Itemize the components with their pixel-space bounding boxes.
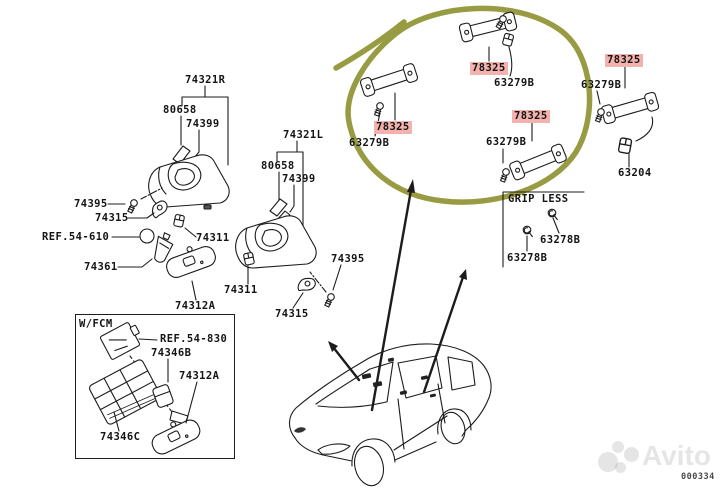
highlight-loop	[333, 5, 593, 205]
part-label-78325-highlighted-2: 78325	[470, 62, 508, 75]
part-label-74311: 74311	[196, 232, 230, 244]
mirror-clip-drawing	[152, 384, 174, 408]
watermark-logo-circle	[624, 447, 639, 462]
grip-less-section	[502, 191, 585, 268]
part-label-74346B: 74346B	[151, 347, 192, 359]
grab-handle-drawing-far-right	[600, 91, 660, 125]
roof-part-marks	[361, 357, 436, 398]
part-label-63279B: 63279B	[349, 137, 390, 149]
part-label-74399: 74399	[186, 118, 220, 130]
part-label-74346C: 74346C	[100, 431, 141, 443]
part-label-78325-highlighted-3: 78325	[512, 110, 550, 123]
part-label-74361: 74361	[84, 261, 118, 273]
grab-handle-drawing-left	[359, 62, 419, 98]
watermark-logo-circle	[612, 441, 624, 453]
part-label-74311-2: 74311	[224, 284, 258, 296]
fcm-cover-plate-drawing	[99, 322, 141, 360]
part-label-63204: 63204	[618, 167, 652, 179]
location-arrows	[328, 179, 467, 412]
part-label-63279B-4: 63279B	[581, 79, 622, 91]
part-label-63279B-2: 63279B	[494, 77, 535, 89]
grab-handle-drawing-right	[508, 142, 568, 182]
left-sun-visor-group	[235, 140, 342, 309]
part-label-74399-2: 74399	[282, 173, 316, 185]
part-label-74312A: 74312A	[175, 300, 216, 312]
part-label-ref-54-610: REF.54-610	[42, 231, 110, 243]
part-label-80658: 80658	[163, 104, 197, 116]
vehicle-outline	[288, 343, 492, 487]
part-label-63278B-2: 63278B	[507, 252, 548, 264]
part-label-74395: 74395	[74, 198, 108, 210]
far-right-handle-group	[593, 66, 660, 168]
part-label-74312A-2: 74312A	[179, 370, 220, 382]
grab-handles-group	[359, 10, 568, 184]
grip-less-section-label: GRIP LESS	[508, 193, 569, 205]
watermark-logo-circle	[598, 452, 618, 472]
watermark-logo-circle	[615, 462, 626, 473]
avito-watermark: Avito	[596, 438, 716, 480]
part-label-74315-2: 74315	[275, 308, 309, 320]
part-label-63278B: 63278B	[540, 234, 581, 246]
wfcm-section-label: W/FCM	[79, 318, 113, 330]
visor-holder-74361	[154, 232, 174, 263]
wfcm-section-box	[75, 314, 235, 459]
mirror-bracket-drawing	[89, 359, 161, 425]
part-label-78325-highlighted: 78325	[374, 121, 412, 134]
part-label-78325-highlighted-4: 78325	[605, 54, 643, 67]
part-label-80658-2: 80658	[261, 160, 295, 172]
watermark-brand-text: Avito	[642, 440, 711, 471]
part-label-74315: 74315	[95, 212, 129, 224]
part-label-74321L: 74321L	[283, 129, 324, 141]
part-label-74395-2: 74395	[331, 253, 365, 265]
part-label-ref-54-830: REF.54-830	[160, 333, 228, 345]
part-label-74321R: 74321R	[185, 74, 226, 86]
wfcm-group	[89, 322, 204, 458]
diagram-code: 000334	[681, 472, 715, 482]
part-label-63279B-3: 63279B	[486, 136, 527, 148]
right-sun-visor-group	[107, 85, 230, 301]
